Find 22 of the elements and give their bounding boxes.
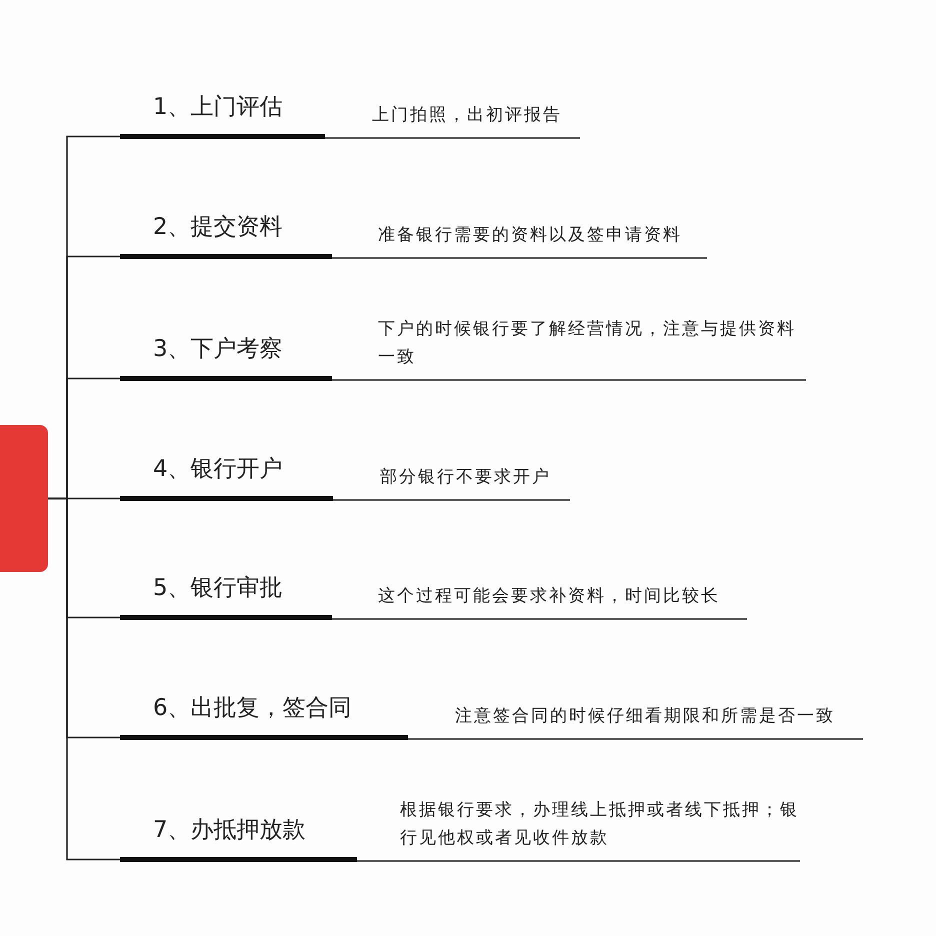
connector-line (357, 860, 800, 862)
step-heading: 7、办抵押放款 (120, 798, 357, 862)
connector-line (332, 618, 747, 620)
connector-line (333, 499, 570, 501)
step-heading: 5、银行审批 (120, 556, 332, 620)
step-heading: 6、出批复，签合同 (120, 676, 408, 740)
step-note: 准备银行需要的资料以及签申请资料 (374, 187, 707, 253)
step-note: 下户的时候银行要了解经营情况，注意与提供资料一致 (374, 309, 806, 375)
step-note: 部分银行不要求开户 (376, 429, 570, 495)
step-note: 注意签合同的时候仔细看期限和所需是否一致 (451, 668, 863, 734)
step-heading: 4、银行开户 (120, 437, 333, 501)
step-heading: 2、提交资料 (120, 195, 332, 259)
step-heading: 3、下户考察 (120, 317, 332, 381)
connector-line (332, 379, 806, 381)
step-note: 这个过程可能会要求补资料，时间比较长 (374, 548, 747, 614)
connector-line (325, 137, 580, 139)
connector-line (332, 257, 707, 259)
step-note: 上门拍照，出初评报告 (368, 67, 580, 133)
step-note: 根据银行要求，办理线上抵押或者线下抵押；银行见他权或者见收件放款 (396, 790, 800, 856)
connector-line (408, 738, 863, 740)
step-heading: 1、上门评估 (120, 75, 325, 139)
root-box (0, 425, 48, 572)
